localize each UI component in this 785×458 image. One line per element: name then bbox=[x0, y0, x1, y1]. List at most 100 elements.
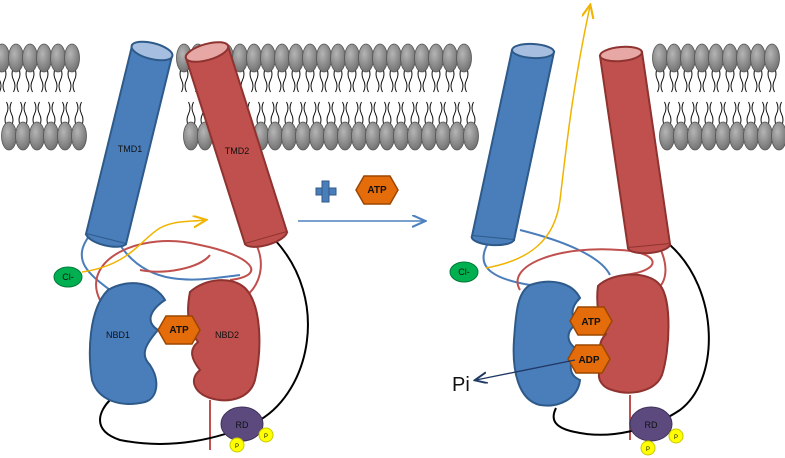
lipid-tail bbox=[25, 67, 30, 93]
closed-state: TMD1 TMD2 NBD1 NBD2 ATP Cl- bbox=[53, 40, 309, 453]
right-phosphate-1 bbox=[668, 428, 684, 444]
right-linker-tmd2-cross bbox=[516, 248, 654, 291]
lipid-tail bbox=[354, 101, 359, 127]
lipid-tail bbox=[389, 67, 394, 93]
lipid-tail bbox=[408, 67, 413, 93]
lipid-tail bbox=[723, 101, 728, 127]
lipid-tail bbox=[324, 67, 329, 93]
lipid-tail bbox=[2, 67, 7, 93]
lipid-tail bbox=[767, 67, 772, 93]
left-chloride-label: Cl- bbox=[62, 272, 74, 282]
lipid-head-inner bbox=[673, 121, 689, 151]
lipid-head-inner bbox=[715, 121, 731, 151]
right-phosphate-2 bbox=[640, 440, 656, 456]
lipid-tail bbox=[291, 67, 296, 93]
lipid-head-inner bbox=[449, 121, 465, 151]
lipid-head-outer bbox=[708, 43, 724, 73]
lipid-head-inner bbox=[757, 121, 773, 151]
lipid-tail bbox=[268, 67, 273, 93]
lipid-tail bbox=[375, 67, 380, 93]
lipid-head-inner bbox=[435, 121, 451, 151]
lipid-tail bbox=[361, 67, 366, 93]
lipid-tail bbox=[282, 67, 287, 93]
lipid-tail bbox=[65, 101, 70, 127]
lipid-tail bbox=[438, 101, 443, 127]
lipid-head-inner bbox=[729, 121, 745, 151]
svg-text:P: P bbox=[235, 444, 239, 450]
lipid-head-outer bbox=[0, 43, 10, 73]
lipid-tail bbox=[380, 67, 385, 93]
lipid-tail bbox=[681, 101, 686, 127]
lipid-tail bbox=[263, 67, 268, 93]
lipid-head-inner bbox=[57, 121, 73, 151]
lipid-tail bbox=[403, 67, 408, 93]
nbd1: NBD1 bbox=[88, 282, 167, 405]
lipid-tail bbox=[366, 67, 371, 93]
lipid-head-inner bbox=[337, 121, 353, 151]
lipid-head-inner bbox=[407, 121, 423, 151]
lipid-head-outer bbox=[428, 43, 444, 73]
lipid-tail bbox=[779, 101, 784, 127]
lipid-tail bbox=[662, 101, 667, 127]
lipid-tail bbox=[450, 67, 455, 93]
lipid-head-inner bbox=[183, 121, 199, 151]
lipid-head-outer bbox=[260, 43, 276, 73]
lipid-tail bbox=[431, 67, 436, 93]
lipid-head-inner bbox=[771, 121, 785, 151]
lipid-tail bbox=[711, 67, 716, 93]
right-chloride-label: Cl- bbox=[458, 267, 470, 277]
svg-text:P: P bbox=[264, 434, 268, 440]
lipid-head-inner bbox=[323, 121, 339, 151]
lipid-head-outer bbox=[50, 43, 66, 73]
lipid-tail bbox=[270, 101, 275, 127]
lipid-head-inner bbox=[267, 121, 283, 151]
tmd1: TMD1 bbox=[84, 40, 174, 248]
lipid-tail bbox=[669, 67, 674, 93]
lipid-tail bbox=[459, 67, 464, 93]
lipid-head-outer bbox=[694, 43, 710, 73]
nbd2: NBD2 bbox=[187, 279, 261, 402]
lipid-tail bbox=[51, 101, 56, 127]
lipid-tail bbox=[422, 67, 427, 93]
lipid-tail bbox=[443, 101, 448, 127]
lipid-tail bbox=[464, 67, 469, 93]
lipid-tail bbox=[191, 101, 196, 127]
lipid-head-inner bbox=[421, 121, 437, 151]
lipid-tail bbox=[471, 101, 476, 127]
lipid-tail bbox=[394, 67, 399, 93]
lipid-tail bbox=[667, 101, 672, 127]
lipid-tail bbox=[39, 67, 44, 93]
lipid-head-outer bbox=[288, 43, 304, 73]
lipid-tail bbox=[4, 101, 9, 127]
plus-icon bbox=[315, 180, 337, 203]
lipid-head-inner bbox=[743, 121, 759, 151]
lipid-tail bbox=[359, 101, 364, 127]
left-atp-label: ATP bbox=[169, 325, 189, 336]
lipid-tail bbox=[32, 101, 37, 127]
left-linker-tmd1-cross bbox=[119, 244, 241, 281]
left-phosphate-1 bbox=[258, 427, 274, 443]
left-rd-label: RD bbox=[236, 420, 249, 430]
lipid-tail bbox=[0, 79, 2, 93]
lipid-head-inner bbox=[43, 121, 59, 151]
lipid-tail bbox=[44, 67, 49, 93]
lipid-tail bbox=[74, 101, 79, 127]
lipid-tail bbox=[737, 101, 742, 127]
lipid-tail bbox=[303, 101, 308, 127]
lipid-tail bbox=[429, 101, 434, 127]
lipid-tail bbox=[704, 101, 709, 127]
left-ion-path-arrow bbox=[81, 220, 205, 273]
lipid-head-inner bbox=[687, 121, 703, 151]
lipid-head-inner bbox=[701, 121, 717, 151]
left-chloride: Cl- bbox=[53, 266, 83, 288]
lipid-tail bbox=[326, 101, 331, 127]
right-linkers bbox=[482, 229, 667, 440]
lipid-tail bbox=[382, 101, 387, 127]
lipid-tail bbox=[79, 101, 84, 127]
lipid-tail bbox=[730, 67, 735, 93]
lipid-tail bbox=[774, 101, 779, 127]
lipid-heads-outer bbox=[0, 43, 780, 73]
right-tmd2 bbox=[598, 45, 672, 255]
lipid-tail bbox=[352, 67, 357, 93]
